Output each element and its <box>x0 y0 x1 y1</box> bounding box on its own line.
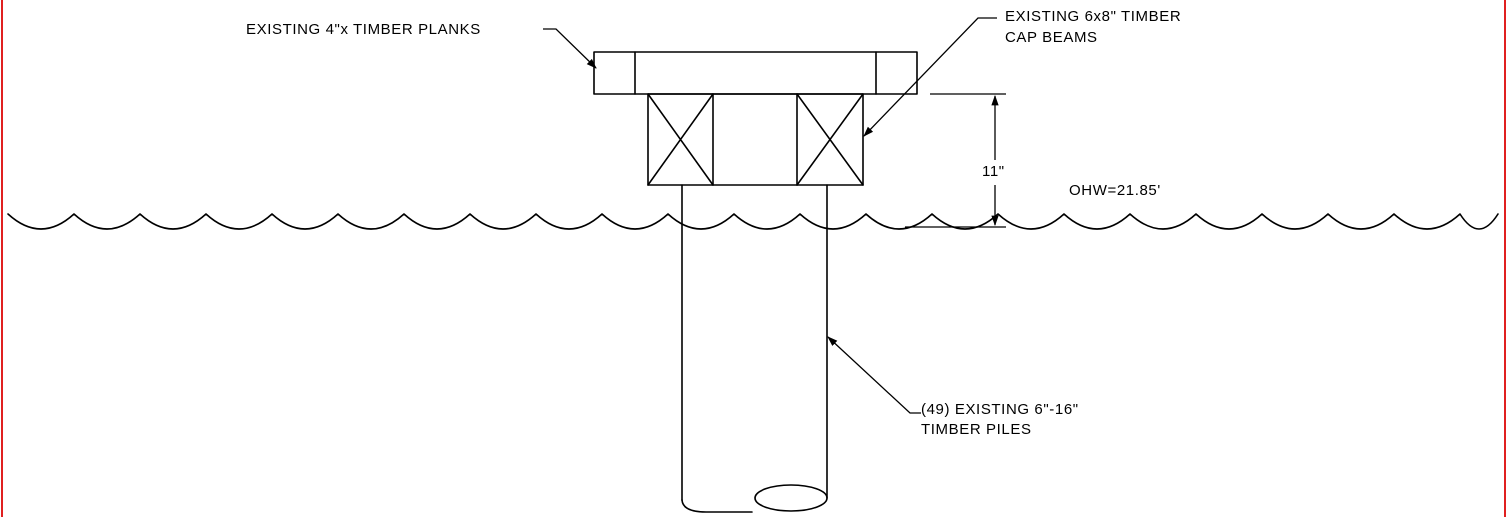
cap-beam-left <box>647 93 714 186</box>
dimension-label: 11" <box>982 163 1005 180</box>
cap-beams-callout: EXISTING 6x8" TIMBER CAP BEAMS <box>863 8 1181 137</box>
piles-label-line2: TIMBER PILES <box>921 421 1032 438</box>
piles-label-line1: (49) EXISTING 6"-16" <box>921 401 1079 418</box>
planks-callout: EXISTING 4"x TIMBER PLANKS <box>246 21 597 69</box>
timber-planks <box>593 51 918 95</box>
cap-beams-label-line2: CAP BEAMS <box>1005 29 1098 46</box>
pile-cut-section <box>754 484 828 512</box>
cap-beam-assembly <box>647 93 864 186</box>
timber-pile <box>681 184 828 513</box>
water-surface-line <box>7 213 1499 230</box>
planks-label: EXISTING 4"x TIMBER PLANKS <box>246 21 481 38</box>
dimension-11in: 11" <box>905 93 1006 228</box>
water-level-label: OHW=21.85' <box>1069 182 1161 199</box>
cap-beam-right <box>796 93 864 186</box>
piles-callout: (49) EXISTING 6"-16" TIMBER PILES <box>827 336 1079 438</box>
cap-beams-label-line1: EXISTING 6x8" TIMBER <box>1005 8 1181 25</box>
